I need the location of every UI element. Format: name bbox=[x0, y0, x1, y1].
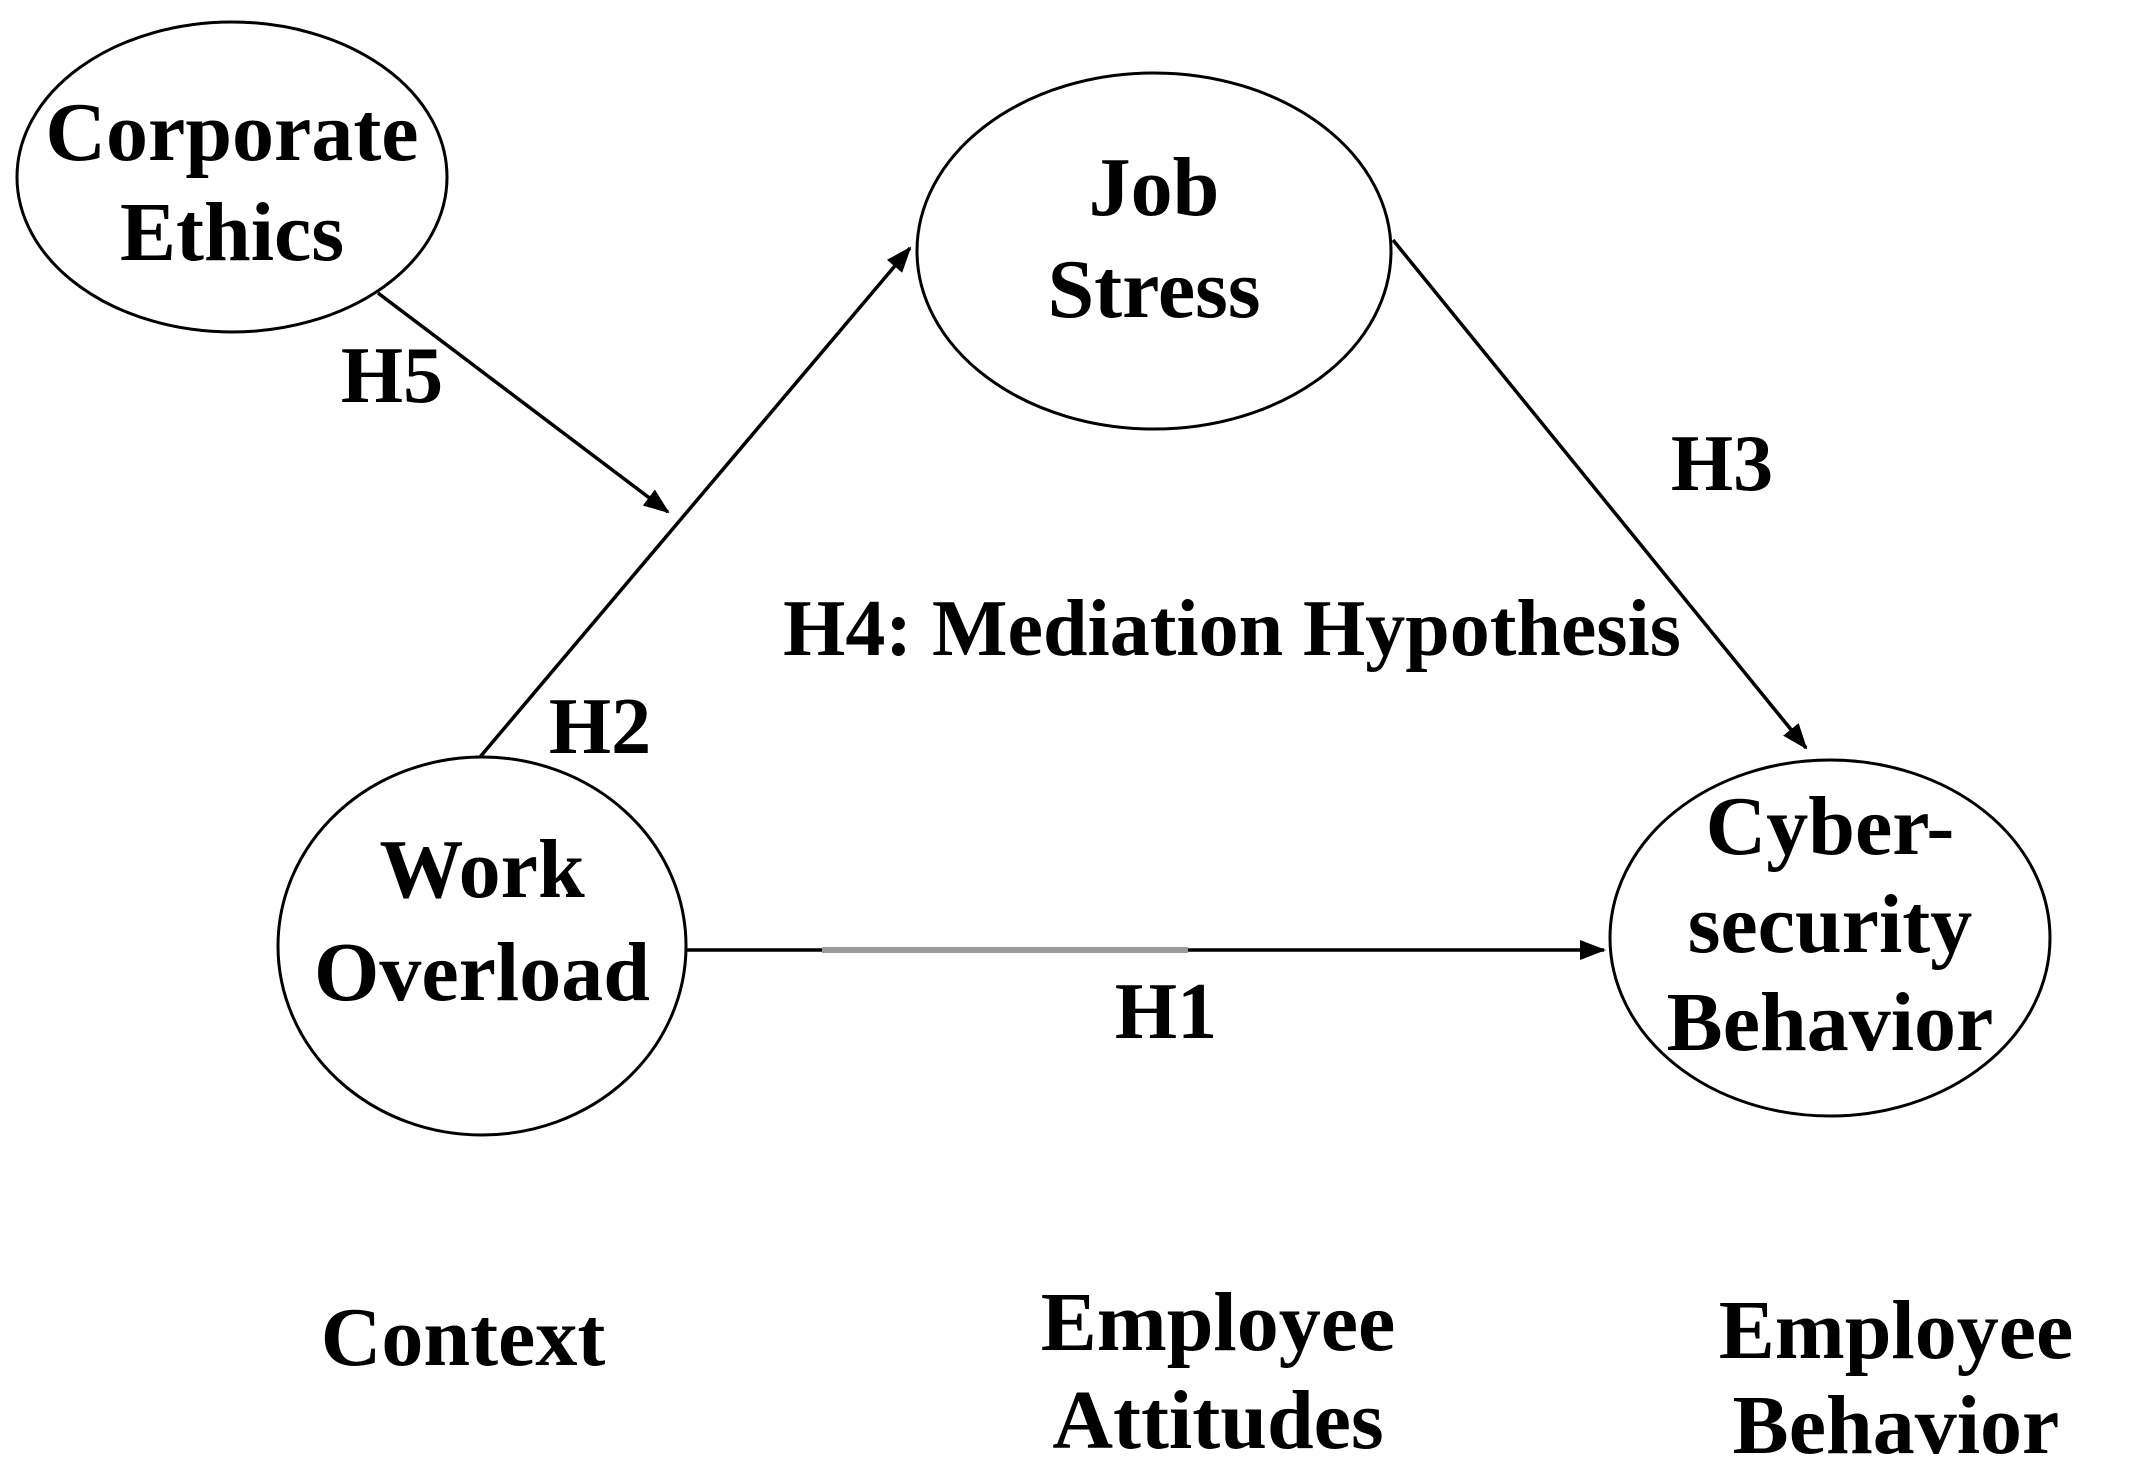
cybersecurity-behavior-label-line1: Cyber- bbox=[1706, 780, 1955, 873]
h5-arrow bbox=[376, 291, 670, 514]
h3-label: H3 bbox=[1671, 420, 1773, 508]
job-stress-label-line2: Stress bbox=[1047, 243, 1260, 336]
employee-attitudes-label-line1: Employee bbox=[1041, 1276, 1396, 1369]
work-overload-node bbox=[276, 755, 688, 1137]
h2-arrow bbox=[478, 246, 912, 759]
context-label: Context bbox=[321, 1291, 606, 1384]
job-stress-label-line1: Job bbox=[1089, 141, 1220, 234]
employee-behavior-label-line2: Behavior bbox=[1733, 1379, 2060, 1472]
work-overload-label-line2: Overload bbox=[314, 926, 650, 1019]
corporate-ethics-label-line2: Ethics bbox=[120, 186, 344, 279]
employee-attitudes-label-line2: Attitudes bbox=[1052, 1374, 1383, 1467]
h5-label: H5 bbox=[341, 332, 443, 420]
h2-label: H2 bbox=[549, 683, 651, 771]
cybersecurity-behavior-label-line2: security bbox=[1688, 878, 1973, 971]
work-overload-label-line1: Work bbox=[379, 823, 585, 916]
corporate-ethics-label-line1: Corporate bbox=[45, 86, 418, 179]
h4-mediation-label: H4: Mediation Hypothesis bbox=[783, 585, 1681, 673]
job-stress-node bbox=[915, 71, 1393, 431]
cybersecurity-behavior-node bbox=[1608, 758, 2052, 1118]
employee-behavior-label-line1: Employee bbox=[1719, 1284, 2074, 1377]
h3-arrow bbox=[1391, 238, 1808, 750]
corporate-ethics-node bbox=[15, 20, 449, 334]
h1-label: H1 bbox=[1115, 968, 1217, 1056]
cybersecurity-behavior-label-line3: Behavior bbox=[1667, 976, 1994, 1069]
